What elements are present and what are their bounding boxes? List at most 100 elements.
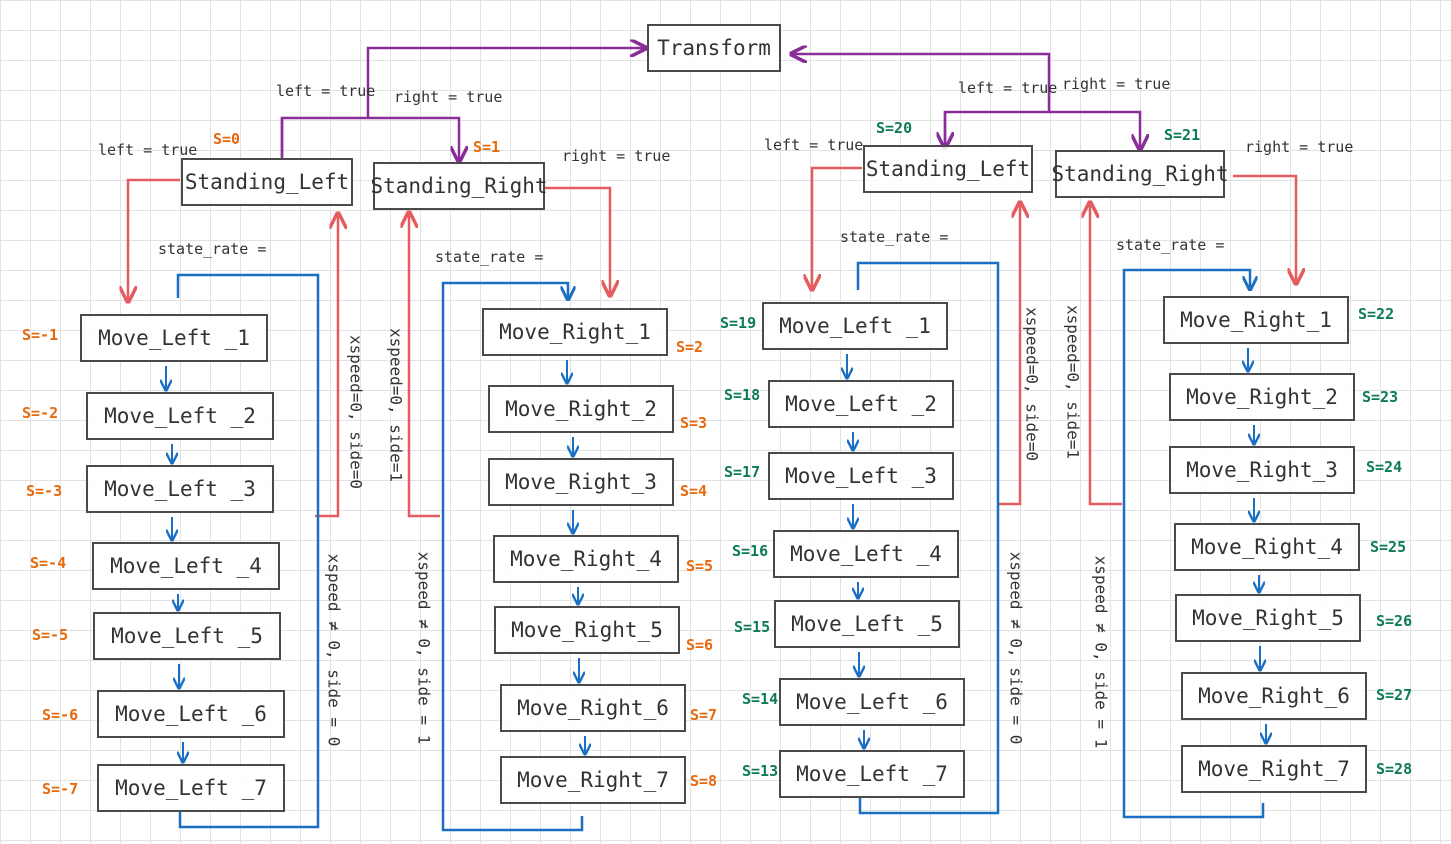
note-g2-right-true: right = true — [1245, 138, 1354, 156]
node-g1-move-right-7: Move_Right_7 — [500, 756, 686, 804]
note-g2-left-true: left = true — [764, 136, 864, 154]
state-g1-right-3: S=4 — [680, 482, 708, 500]
state-g2-right-1: S=22 — [1358, 305, 1395, 323]
note-g2-state-rate-left: state_rate = — [840, 228, 949, 246]
loop-g2-right — [1122, 268, 1265, 819]
node-g1-move-right-6: Move_Right_6 — [500, 684, 686, 732]
state-g1-right-1: S=2 — [676, 338, 704, 356]
node-g1-move-right-3: Move_Right_3 — [488, 458, 674, 506]
state-g1-left-5: S=-5 — [32, 626, 69, 644]
note-g1-right-true: right = true — [562, 147, 671, 165]
state-g1-left-4: S=-4 — [30, 554, 67, 572]
node-g2-move-left-4: Move_Left _4 — [773, 530, 959, 578]
state-g2-left-4: S=16 — [732, 542, 769, 560]
note-g2-state-rate-right: state_rate = — [1116, 236, 1225, 254]
note-g2-right-true-top: right = true — [1062, 75, 1171, 93]
state-g2-left-1: S=19 — [720, 314, 757, 332]
note-g2-stop-left: xspeed=0, side=0 — [1022, 306, 1042, 462]
node-g2-move-left-3: Move_Left _3 — [768, 452, 954, 500]
state-g1-left-7: S=-7 — [42, 780, 79, 798]
edge-g2-right-stop — [1090, 204, 1122, 506]
state-g2-standing-left: S=20 — [876, 119, 913, 137]
edge-group2-to-transform — [793, 54, 1051, 112]
note-g2-stop-right: xspeed=0, side=1 — [1063, 304, 1083, 460]
state-g1-left-2: S=-2 — [22, 404, 59, 422]
node-g2-move-right-2: Move_Right_2 — [1169, 373, 1355, 421]
note-g2-loop-right: xspeed ≠ 0, side = 1 — [1091, 555, 1111, 749]
node-g1-move-left-7: Move_Left _7 — [97, 764, 285, 812]
state-g2-left-6: S=14 — [742, 690, 779, 708]
state-g1-left-3: S=-3 — [26, 482, 63, 500]
state-g1-left-6: S=-6 — [42, 706, 79, 724]
edge-g1-left-start — [128, 178, 180, 300]
note-g1-state-rate-left: state_rate = — [158, 240, 267, 258]
state-g1-right-5: S=6 — [686, 636, 714, 654]
state-g2-right-4: S=25 — [1370, 538, 1407, 556]
state-g1-right-2: S=3 — [680, 414, 708, 432]
note-g1-left-true: left = true — [98, 141, 198, 159]
loop-g1-right — [441, 281, 584, 832]
edge-g1-right-stop — [409, 214, 440, 518]
edge-g1-left-stop — [315, 215, 338, 518]
note-g1-right-true-top: right = true — [394, 88, 503, 106]
node-g2-move-right-5: Move_Right_5 — [1175, 594, 1361, 642]
node-g2-move-left-6: Move_Left _6 — [779, 678, 965, 726]
node-g1-standing-right: Standing_Right — [371, 162, 548, 210]
state-g2-right-3: S=24 — [1366, 458, 1403, 476]
state-g1-left-1: S=-1 — [22, 326, 59, 344]
node-g2-move-left-1: Move_Left _1 — [762, 302, 948, 350]
edge-transform-to-group1 — [366, 48, 644, 118]
edge-group2-split — [943, 110, 1140, 148]
state-g2-left-5: S=15 — [734, 618, 771, 636]
state-g1-standing-right: S=1 — [473, 138, 501, 156]
node-g2-move-right-6: Move_Right_6 — [1181, 672, 1367, 720]
node-g1-move-left-3: Move_Left _3 — [86, 465, 274, 513]
state-g2-standing-right: S=21 — [1164, 126, 1201, 144]
chain-arrows-layer — [166, 348, 1266, 761]
node-g2-move-right-3: Move_Right_3 — [1169, 446, 1355, 494]
node-g1-move-right-2: Move_Right_2 — [488, 385, 674, 433]
node-g1-move-left-5: Move_Left _5 — [93, 612, 281, 660]
node-g2-move-right-4: Move_Right_4 — [1174, 523, 1360, 571]
state-g2-right-5: S=26 — [1376, 612, 1413, 630]
loop-g1-left — [176, 273, 320, 829]
note-g2-left-true-top: left = true — [958, 79, 1058, 97]
state-g2-left-2: S=18 — [724, 386, 761, 404]
state-g1-right-7: S=8 — [690, 772, 718, 790]
loop-g2-left — [856, 261, 1000, 815]
edge-g2-right-start — [1233, 174, 1296, 282]
node-g1-move-left-2: Move_Left _2 — [86, 392, 274, 440]
note-g1-left-true-top: left = true — [276, 82, 376, 100]
state-g1-right-4: S=5 — [686, 557, 714, 575]
edge-g2-left-start — [812, 166, 862, 288]
state-g2-left-7: S=13 — [742, 762, 779, 780]
node-g2-standing-left: Standing_Left — [863, 145, 1033, 193]
node-g2-move-left-7: Move_Left _7 — [779, 750, 965, 798]
node-g1-standing-left: Standing_Left — [181, 158, 353, 206]
state-g1-right-6: S=7 — [690, 706, 718, 724]
note-g1-stop-left: xspeed=0, side=0 — [346, 334, 366, 490]
node-g1-move-right-1: Move_Right_1 — [482, 308, 668, 356]
note-g1-loop-right: xspeed ≠ 0, side = 1 — [414, 551, 434, 745]
state-g2-right-7: S=28 — [1376, 760, 1413, 778]
note-g1-loop-left: xspeed ≠ 0, side = 0 — [324, 553, 344, 747]
node-g2-move-right-7: Move_Right_7 — [1181, 745, 1367, 793]
state-g2-right-6: S=27 — [1376, 686, 1413, 704]
node-g1-move-right-5: Move_Right_5 — [494, 606, 680, 654]
node-g1-move-right-4: Move_Right_4 — [493, 535, 679, 583]
edge-g2-left-stop — [997, 204, 1020, 506]
note-g1-stop-right: xspeed=0, side=1 — [386, 327, 406, 483]
state-g2-right-2: S=23 — [1362, 388, 1399, 406]
node-g1-move-left-1: Move_Left _1 — [80, 314, 268, 362]
node-g2-standing-right: Standing_Right — [1052, 150, 1229, 198]
edge-g1-right-start — [545, 186, 610, 294]
edge-group1-split — [280, 116, 459, 160]
node-g2-move-left-2: Move_Left _2 — [768, 380, 954, 428]
state-g2-left-3: S=17 — [724, 463, 761, 481]
node-transform: Transform — [647, 24, 781, 72]
node-g2-move-left-5: Move_Left _5 — [774, 600, 960, 648]
note-g2-loop-left: xspeed ≠ 0, side = 0 — [1006, 551, 1026, 745]
node-g1-move-left-6: Move_Left _6 — [97, 690, 285, 738]
